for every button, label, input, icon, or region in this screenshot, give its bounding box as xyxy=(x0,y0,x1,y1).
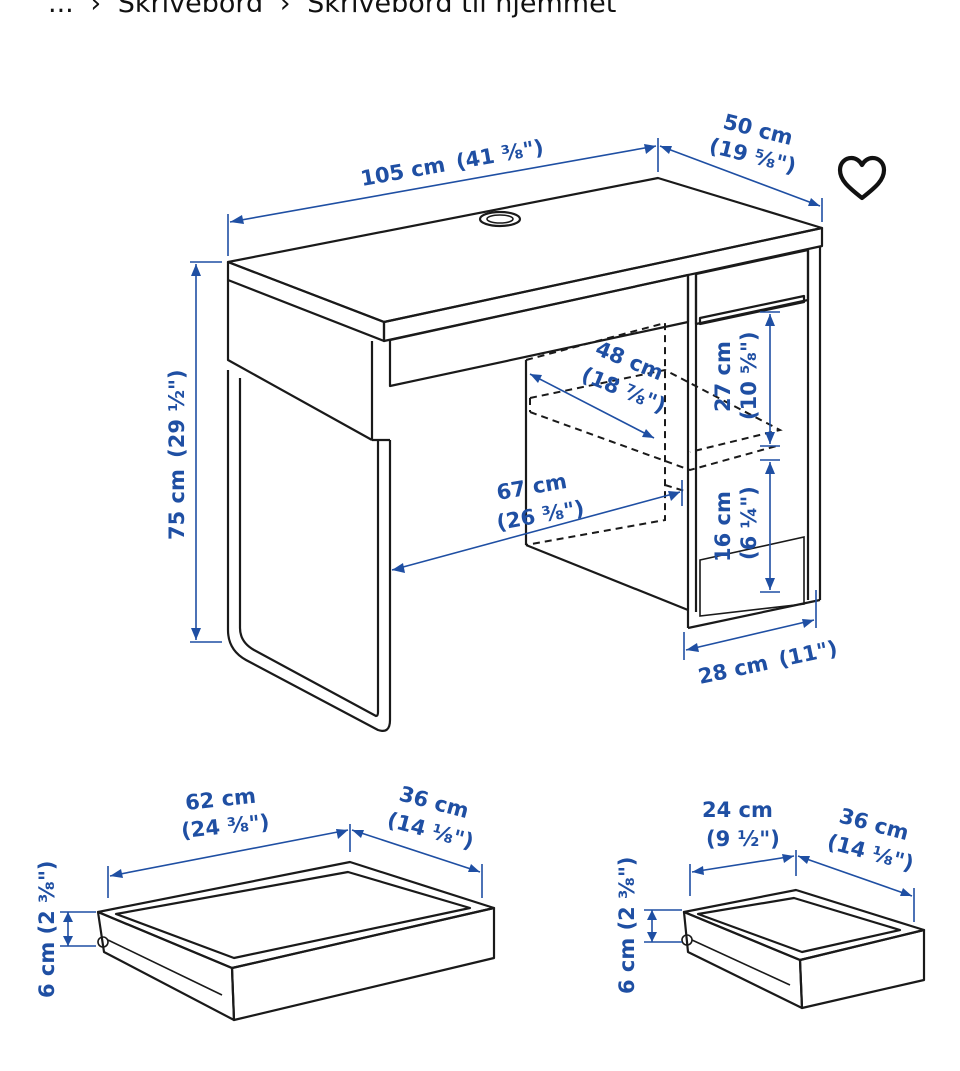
desk-illustration xyxy=(226,176,824,732)
large-drawer-width-cm: 62 cm xyxy=(184,784,257,815)
chevron-right-icon: › xyxy=(90,0,102,19)
desk-dimensions: 105 cm (41 ³⁄₈") 50 cm (19 ⁵⁄₈") 75 cm (… xyxy=(165,110,840,689)
small-drawer-width-cm: 24 cm xyxy=(702,798,773,822)
breadcrumb: ... › Skrivebord › Skrivebord til hjemme… xyxy=(48,0,617,19)
upper-gap-in-label: (10 ⁵⁄₈") xyxy=(737,331,761,420)
large-drawer-illustration xyxy=(96,860,496,1022)
desk-height-text: 75 cm (29 ½") xyxy=(165,369,189,540)
breadcrumb-item-skrivebord[interactable]: Skrivebord xyxy=(117,0,264,19)
cabinet-width-label: 28 cm (11") xyxy=(696,636,839,689)
small-drawer-width-in: (9 ½") xyxy=(706,827,780,851)
large-drawer-height: 6 cm (2 ³⁄₈") xyxy=(35,860,59,998)
upper-gap-cm-label: 27 cm xyxy=(711,341,735,412)
breadcrumb-ellipsis[interactable]: ... xyxy=(48,0,74,19)
large-drawer-width-in: (24 ³⁄₈") xyxy=(180,810,271,843)
large-drawer-dimensions: 62 cm (24 ³⁄₈") 36 cm (14 ⅛") 6 cm (2 ³⁄… xyxy=(35,782,483,998)
lower-gap-in-label: (6 ¼") xyxy=(737,486,761,560)
small-drawer-illustration xyxy=(681,888,926,1010)
breadcrumb-item-current[interactable]: Skrivebord til hjemmet xyxy=(307,0,617,19)
lower-gap-cm-label: 16 cm xyxy=(711,491,735,562)
heart-outline-icon[interactable] xyxy=(836,154,888,202)
small-drawer-height: 6 cm (2 ³⁄₈") xyxy=(615,856,639,994)
small-drawer-dimensions: 24 cm (9 ½") 36 cm (14 ⅛") 6 cm (2 ³⁄₈") xyxy=(615,798,916,994)
chevron-right-icon: › xyxy=(279,0,291,19)
